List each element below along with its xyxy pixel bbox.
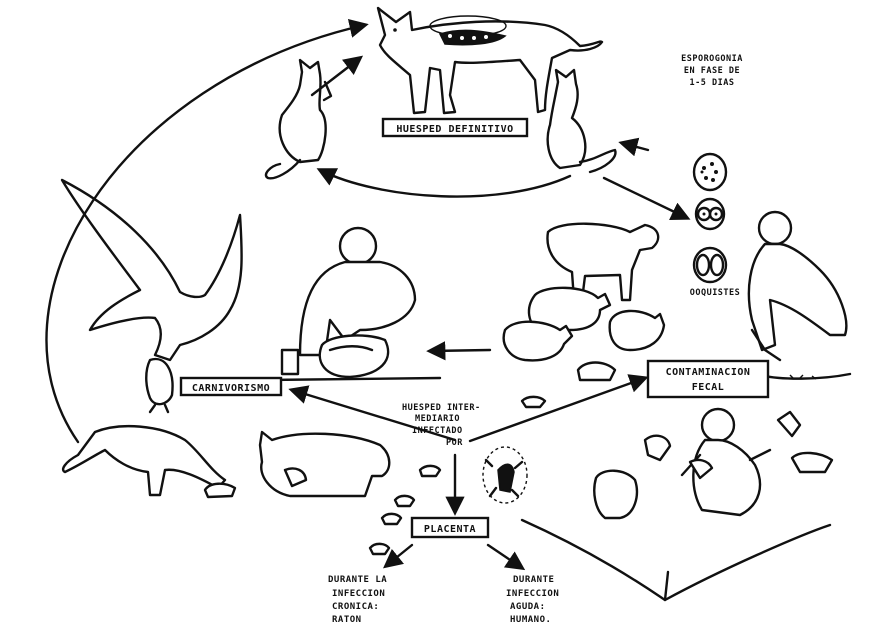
chronic-line-3: CRONICA: [332,602,379,612]
chronic-line-1: DURANTE LA [328,575,387,585]
oocyst-unsporulated-icon [694,154,726,190]
man-eating-meat-illustration [265,228,440,380]
sporogony-line-1: ESPOROGONIA [681,54,743,64]
sporogony-line-3: 1-5 DIAS [690,78,735,88]
child-in-sandbox-illustration [522,409,832,600]
insect-vectors-icon [483,447,527,503]
intermediate-host-line-1: HUESPED INTER- [402,403,481,413]
acute-line-1: DURANTE [513,575,554,585]
oocyst-sporulating-icon [696,199,724,229]
placenta-label: PLACENTA [424,524,476,535]
sporogony-line-2: EN FASE DE [684,66,740,76]
fecal-contamination-line-2: FECAL [692,382,725,393]
chronic-line-2: INFECCION [332,589,385,599]
oocyst-sporulated-icon [694,248,726,282]
acute-line-2: INFECCION [506,589,559,599]
fecal-contamination-line-1: CONTAMINACION [666,367,751,378]
carnivorism-label: CARNIVORISMO [192,383,270,394]
cat-defecating-illustration [548,70,616,172]
intermediate-host-line-2: MEDIARIO [415,414,460,424]
chronic-line-4: RATON [332,615,362,625]
weasel-with-mouse-illustration [63,426,235,497]
cat-eating-illustration [266,60,331,178]
cat-eating-rat-illustration [260,432,389,496]
kneeling-man-illustration [749,212,850,379]
oocysts-label: OOQUISTES [690,288,741,298]
livestock-illustration [504,224,664,380]
acute-line-3: AGUDA: [510,602,546,612]
acute-line-4: HUMANO. [510,615,551,625]
definitive-host-label: HUESPED DEFINITIVO [396,124,513,135]
